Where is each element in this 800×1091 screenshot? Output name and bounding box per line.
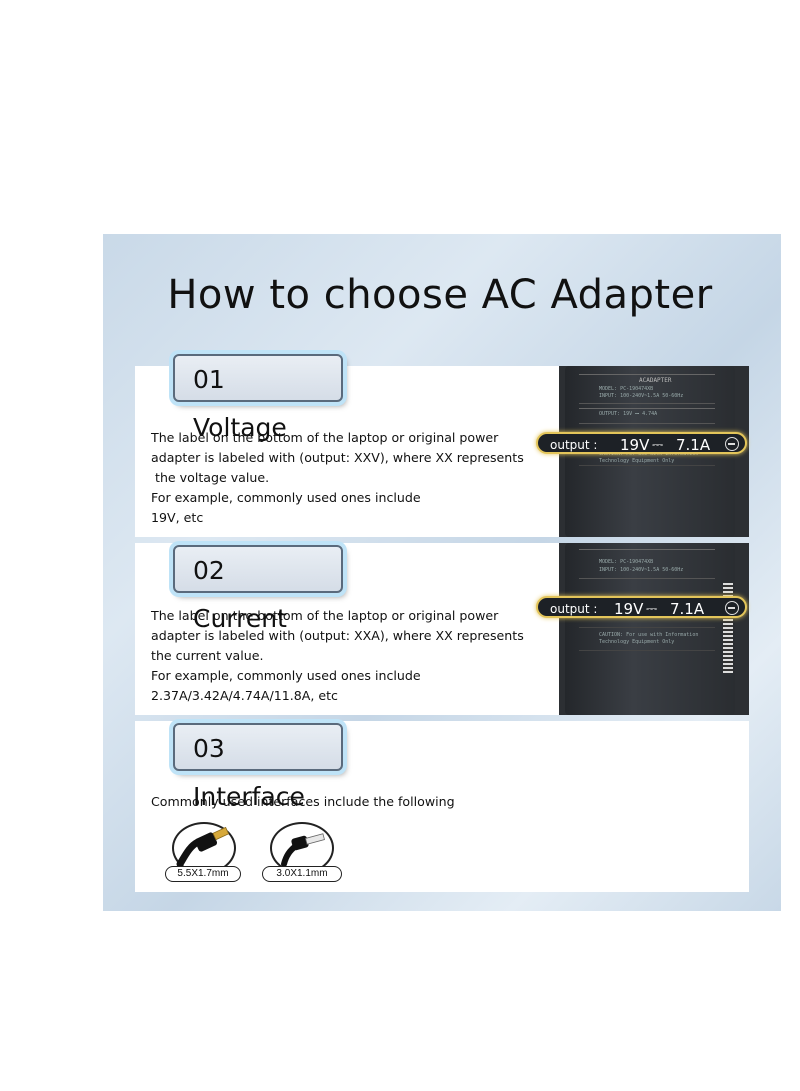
badge-prefix: output : (550, 438, 598, 452)
adapter-body: MODEL: PC-190474XB INPUT: 100-240V~1.5A … (565, 543, 735, 715)
description-line: 2.37A/3.42A/4.74A/11.8A, etc (151, 688, 338, 703)
adapter-sticker-2: OUTPUT: 19V ⎓ 4.74A (579, 408, 715, 424)
voltage-description: The label on the bottom of the laptop or… (151, 428, 531, 528)
section-heading-voltage: 01 Voltage (173, 354, 343, 442)
polarity-icon (725, 437, 739, 451)
description-line: adapter is labeled with (output: XXV), w… (151, 450, 524, 465)
description-line: the current value. (151, 648, 264, 663)
section-heading-current: 02 Current (173, 545, 343, 633)
output-label-badge: output : 19V ⎓ 7.1A (536, 432, 747, 454)
adapter-input-text: INPUT: 100-240V~1.5A 50-60Hz (599, 393, 684, 399)
description-line: The label on the bottom of the laptop or… (151, 430, 499, 445)
adapter-brand-text: ACADAPTER (639, 377, 672, 384)
description-line: For example, commonly used ones include (151, 668, 421, 683)
barcode (723, 583, 733, 673)
badge-voltage: 19V (614, 600, 644, 618)
badge-current: 7.1A (676, 436, 711, 454)
description-line: adapter is labeled with (output: XXA), w… (151, 628, 524, 643)
adapter-sticker-3: CAUTION: For use with Information Techno… (579, 627, 715, 651)
description-line: the voltage value. (151, 470, 270, 485)
section-heading-interface: 03 Interface (173, 723, 343, 811)
adapter-caution-text: CAUTION: For use with Information Techno… (599, 632, 699, 645)
adapter-input-text: INPUT: 100-240V~1.5A 50-60Hz (599, 567, 684, 573)
adapter-sticker: MODEL: PC-190474XB INPUT: 100-240V~1.5A … (579, 549, 715, 579)
polarity-icon (725, 601, 739, 615)
description-line: 19V, etc (151, 510, 204, 525)
dc-symbol-icon: ⎓ (646, 601, 657, 617)
adapter-model-text: MODEL: PC-190474XB (599, 386, 654, 392)
adapter-model-text: MODEL: PC-190474XB (599, 559, 654, 565)
barrel-plug-icon (270, 822, 334, 874)
description-line: The label on the bottom of the laptop or… (151, 608, 499, 623)
output-label-badge: output : 19V ⎓ 7.1A (536, 596, 747, 618)
page-title: How to choose AC Adapter (167, 272, 713, 318)
current-description: The label on the bottom of the laptop or… (151, 606, 531, 706)
adapter-sticker: ACADAPTER MODEL: PC-190474XB INPUT: 100-… (579, 374, 715, 404)
badge-voltage: 19V (620, 436, 650, 454)
interface-description: Commonly used interfaces include the fol… (151, 792, 531, 812)
connector-size-label: 3.0X1.1mm (262, 866, 342, 882)
description-line: For example, commonly used ones include (151, 490, 421, 505)
badge-prefix: output : (550, 602, 598, 616)
connector-size-label: 5.5X1.7mm (165, 866, 241, 882)
adapter-photo-current: MODEL: PC-190474XB INPUT: 100-240V~1.5A … (559, 543, 749, 715)
adapter-caution-text: CAUTION: For use with Information Techno… (599, 451, 699, 464)
adapter-output-text: OUTPUT: 19V ⎓ 4.74A (599, 411, 658, 417)
dc-symbol-icon: ⎓ (652, 437, 663, 453)
description-line: Commonly used interfaces include the fol… (151, 794, 455, 809)
badge-current: 7.1A (670, 600, 705, 618)
